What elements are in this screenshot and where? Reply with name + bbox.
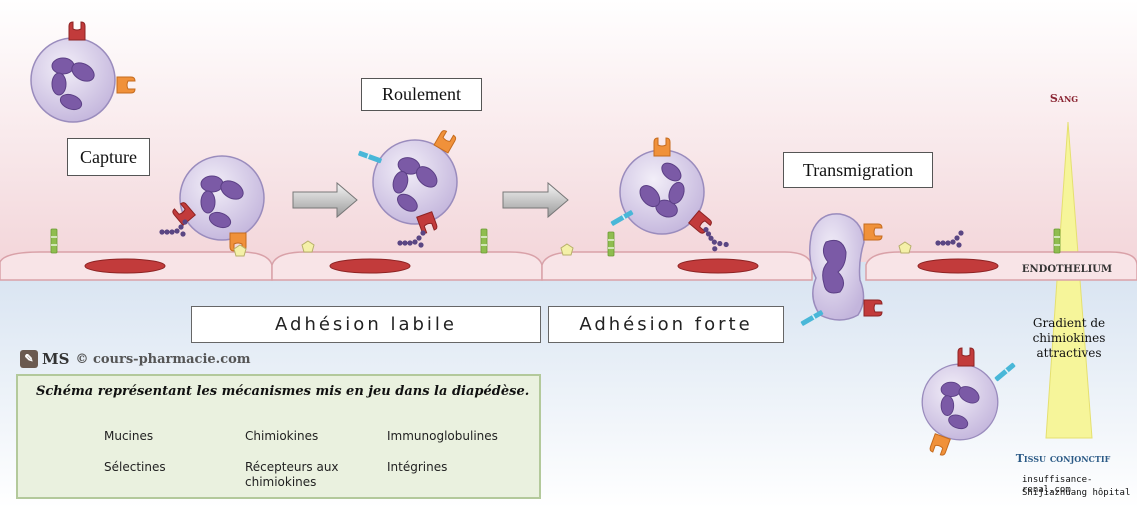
zone-sang-label: Sang [1049,92,1079,105]
step-transmigration-label: Transmigration [783,152,933,188]
legend-item-immunoglobulines: Immunoglobulines [387,429,498,443]
legend-item-selectines: Sélectines [104,460,166,474]
immunoglobulin-icon [1053,228,1061,254]
step-arrow [292,181,358,219]
step-rolling-label: Roulement [361,78,482,111]
step-capture-label: Capture [67,138,150,176]
brand-site: © cours-pharmacie.com [75,351,251,367]
phase-adhesion-forte: Adhésion forte [548,306,784,343]
endothelium-layer [0,251,1137,281]
zone-endothelium-label: ENDOTHELIUM [1021,264,1113,275]
legend-item-mucines: Mucines [104,429,154,443]
legend-item-chimiokines: Chimiokines [245,429,319,443]
step-arrow [502,181,569,219]
legend-item-recepteurs: Récepteurs aux chimiokines [245,460,339,489]
watermark-line-2: Shijiazhuang hôpital [1022,488,1131,498]
leukocyte-transmigrating [799,213,883,327]
zone-tissu-label: Tissu conjonctif [1015,452,1111,465]
watermark-line-1: insuffisance-renal.com [1022,475,1093,495]
brand-ms: MS [42,350,70,368]
phase-adhesion-labile: Adhésion labile [191,306,541,343]
pill-logo-icon: ✎ [20,350,38,368]
blood-zone [0,0,1137,262]
gradient-label: Gradient de chimiokines attractives [1032,316,1106,360]
legend-box: Schéma représentant les mécanismes mis e… [16,374,541,499]
immunoglobulin-icon [50,228,58,254]
immunoglobulin-icon [607,231,615,257]
immunoglobulin-icon [480,228,488,254]
legend-item-integrines: Intégrines [387,460,448,474]
brand: ✎ MS © cours-pharmacie.com [20,350,251,368]
legend-title: Schéma représentant les mécanismes mis e… [36,384,530,399]
